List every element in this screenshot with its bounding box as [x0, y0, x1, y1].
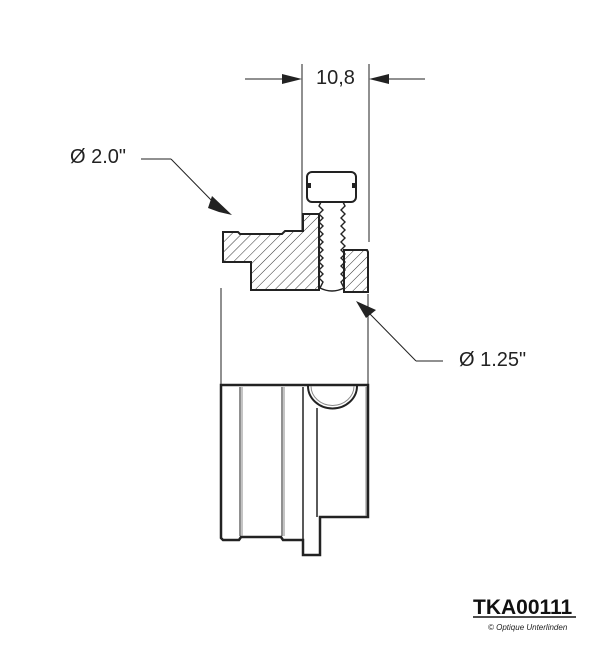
section-view — [222, 171, 369, 293]
inner-diameter-leader — [356, 301, 443, 362]
outer-diameter-label: Ø 2.0" — [70, 146, 127, 168]
width-dimension-label: 10,8 — [316, 67, 355, 89]
inner-diameter-label: Ø 1.25" — [459, 349, 527, 371]
part-number: TKA00111 — [473, 596, 573, 619]
body-view — [219, 383, 370, 557]
outer-diameter-leader — [141, 158, 232, 215]
screw-shaft — [318, 201, 346, 292]
copyright-text: © Optique Unterlinden — [488, 623, 568, 632]
width-dimension — [245, 64, 425, 242]
screw-head — [306, 171, 357, 203]
